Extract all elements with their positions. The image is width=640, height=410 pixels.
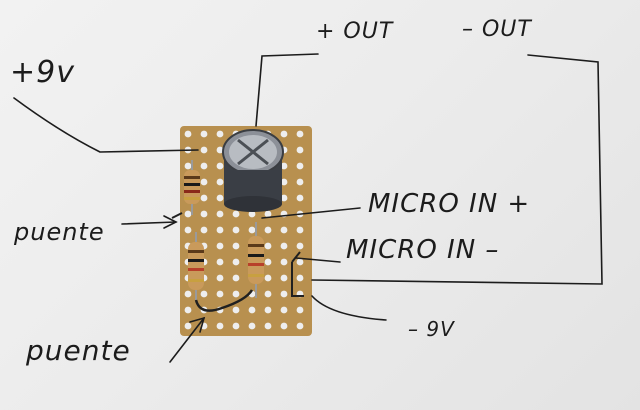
- perfboard-hole: [216, 146, 224, 154]
- perfboard-hole: [232, 226, 240, 234]
- perfboard-hole: [200, 146, 208, 154]
- perfboard-hole: [280, 130, 288, 138]
- perfboard-hole: [232, 290, 240, 298]
- perfboard-hole: [280, 226, 288, 234]
- label-minus-out: – OUT: [462, 17, 532, 42]
- label-puente-top: puente: [13, 218, 105, 246]
- perfboard-hole: [216, 210, 224, 218]
- perfboard-hole: [296, 242, 304, 250]
- line-puente-bottom: [169, 317, 205, 363]
- perfboard-hole: [184, 306, 192, 314]
- perfboard-hole: [280, 258, 288, 266]
- label-micro-in-plus: MICRO IN +: [368, 189, 530, 219]
- perfboard-hole: [232, 258, 240, 266]
- line-plus-out: [255, 53, 319, 127]
- perfboard-hole: [216, 226, 224, 234]
- perfboard-hole: [200, 290, 208, 298]
- perfboard-hole: [264, 242, 272, 250]
- line-plus-9v: [13, 97, 199, 153]
- perfboard-hole: [216, 274, 224, 282]
- perfboard-hole: [296, 258, 304, 266]
- perfboard-hole: [216, 162, 224, 170]
- perfboard-hole: [216, 258, 224, 266]
- perfboard-hole: [296, 226, 304, 234]
- label-minus-9v: – 9V: [408, 317, 455, 341]
- perfboard-hole: [232, 274, 240, 282]
- perfboard-hole: [200, 178, 208, 186]
- label-plus-9v: +9v: [10, 55, 75, 90]
- perfboard-hole: [296, 178, 304, 186]
- perfboard-hole: [296, 130, 304, 138]
- perfboard-hole: [216, 178, 224, 186]
- resistor-top-left: [184, 160, 200, 215]
- perfboard-hole: [264, 274, 272, 282]
- micro-in-wire: [291, 251, 304, 297]
- perfboard-hole: [264, 322, 272, 330]
- perfboard-hole: [296, 162, 304, 170]
- perfboard-hole: [280, 274, 288, 282]
- perfboard-hole: [280, 162, 288, 170]
- perfboard-hole: [216, 130, 224, 138]
- perfboard-hole: [232, 306, 240, 314]
- perfboard-hole: [200, 162, 208, 170]
- perfboard-hole: [216, 242, 224, 250]
- arrow-puente-bottom: [189, 316, 206, 333]
- resistor-bottom-right: [248, 222, 264, 298]
- perfboard-hole: [296, 146, 304, 154]
- electrolytic-capacitor: [222, 129, 284, 212]
- perfboard-hole: [248, 210, 256, 218]
- label-plus-out: + OUT: [316, 19, 394, 44]
- perfboard-hole: [280, 322, 288, 330]
- line-minus-9v: [311, 295, 387, 321]
- perfboard-hole: [232, 210, 240, 218]
- perfboard-hole: [264, 258, 272, 266]
- perfboard-hole: [296, 322, 304, 330]
- perfboard-hole: [184, 322, 192, 330]
- perfboard-hole: [216, 322, 224, 330]
- perfboard-hole: [264, 226, 272, 234]
- line-minus-out: [311, 54, 603, 285]
- perfboard-hole: [280, 290, 288, 298]
- perfboard-hole: [296, 274, 304, 282]
- line-puente-top: [121, 221, 177, 225]
- annotation-lines: [13, 53, 603, 363]
- jumper-wire-bottom: [194, 289, 254, 312]
- perfboard-hole: [296, 306, 304, 314]
- perfboard-hole: [280, 178, 288, 186]
- perfboard-hole: [200, 194, 208, 202]
- perfboard-hole: [184, 162, 192, 170]
- perfboard-hole: [264, 306, 272, 314]
- perfboard-hole: [280, 194, 288, 202]
- perfboard-hole: [232, 242, 240, 250]
- perfboard-hole: [232, 322, 240, 330]
- perfboard-hole: [200, 130, 208, 138]
- perfboard-hole: [248, 322, 256, 330]
- resistor-bottom-left: [188, 232, 204, 300]
- perfboard-hole: [280, 306, 288, 314]
- line-micro-in-plus: [261, 207, 361, 219]
- perfboard-hole: [184, 130, 192, 138]
- label-puente-bottom: puente: [25, 334, 131, 367]
- jumper-wire-top: [171, 212, 183, 219]
- perfboard-hole: [184, 210, 192, 218]
- perfboard-hole: [200, 210, 208, 218]
- perfboard-hole: [216, 290, 224, 298]
- perfboard-hole: [248, 306, 256, 314]
- perfboard-hole: [216, 194, 224, 202]
- perfboard-hole: [184, 290, 192, 298]
- line-micro-in-minus: [295, 257, 341, 263]
- perfboard-hole: [184, 226, 192, 234]
- perfboard-hole: [264, 210, 272, 218]
- perfboard-hole: [280, 242, 288, 250]
- perfboard-hole: [296, 194, 304, 202]
- label-micro-in-minus: MICRO IN –: [346, 235, 499, 265]
- arrow-puente-top: [163, 215, 178, 229]
- perfboard-hole: [264, 290, 272, 298]
- perfboard-hole: [248, 226, 256, 234]
- perfboard-hole: [200, 226, 208, 234]
